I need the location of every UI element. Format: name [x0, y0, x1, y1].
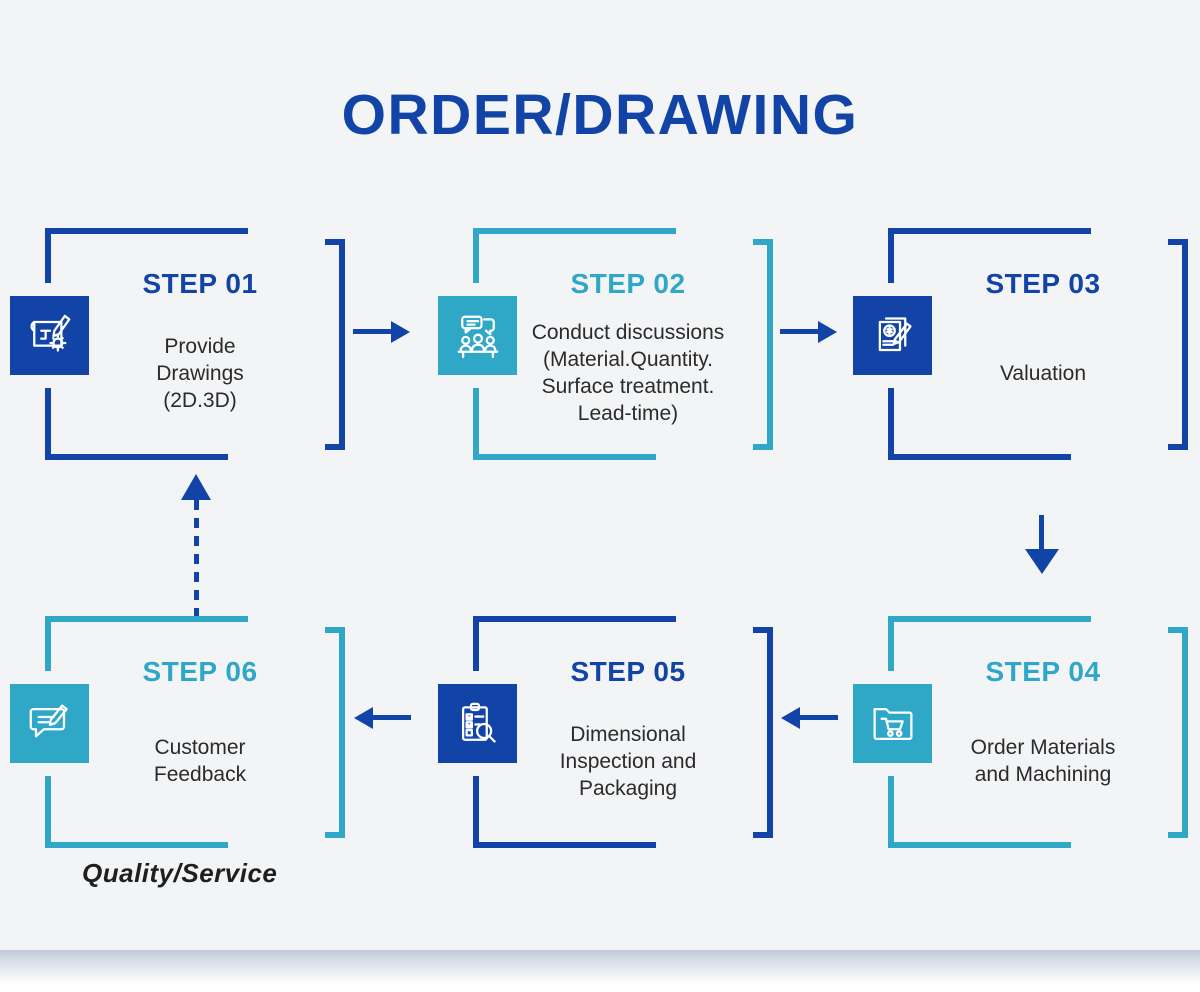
- step-03-block: STEP 03 Valuation: [853, 228, 1188, 460]
- frame-corner: [888, 228, 1091, 283]
- meeting-discussion-icon: [438, 296, 517, 375]
- frame-corner: [888, 388, 1071, 460]
- frame-bracket: [753, 627, 773, 838]
- frame-corner: [473, 776, 656, 848]
- page-bottom-shadow: [0, 950, 1200, 992]
- step-label: STEP 03: [985, 268, 1101, 299]
- arrow-head: [354, 707, 373, 729]
- frame-bracket: [325, 627, 345, 838]
- frame-corner: [473, 616, 676, 671]
- step-06-block: STEP 06 Customer Feedback: [10, 616, 345, 848]
- step-04-block: STEP 04 Order Materials and Machining: [853, 616, 1188, 848]
- step-02-block: STEP 02 Conduct discussions (Material.Qu…: [438, 228, 773, 460]
- invoice-dollar-pencil-icon: [853, 296, 932, 375]
- arrow-shaft: [797, 715, 838, 720]
- blueprint-pencil-gear-icon: [10, 296, 89, 375]
- frame-corner: [473, 388, 656, 460]
- step-description: Dimensional Inspection and Packaging: [559, 722, 697, 800]
- arrow-head: [181, 474, 211, 500]
- arrow-head: [391, 321, 410, 343]
- arrow-shaft: [353, 329, 394, 334]
- step-label: STEP 04: [985, 656, 1101, 687]
- frame-bracket: [325, 239, 345, 450]
- arrow-step3-to-step4: [1025, 515, 1059, 574]
- step-description: Customer Feedback: [153, 736, 247, 786]
- frame-corner: [473, 228, 676, 283]
- arrow-shaft: [370, 715, 411, 720]
- arrow-step2-to-step3: [780, 321, 837, 343]
- clipboard-checklist-magnifier-icon: [438, 684, 517, 763]
- page-title: ORDER/DRAWING: [341, 83, 859, 147]
- step-description: Provide Drawings (2D.3D): [156, 334, 244, 412]
- step-label: STEP 01: [142, 268, 258, 299]
- arrow-step1-to-step2: [353, 321, 410, 343]
- step-01-block: STEP 01 Provide Drawings (2D.3D): [10, 228, 345, 460]
- frame-corner: [45, 388, 228, 460]
- step-description: Order Materials and Machining: [970, 736, 1116, 786]
- arrow-step6-to-step1-dashed: [181, 474, 211, 616]
- step-description: Conduct discussions (Material.Quantity. …: [531, 321, 725, 425]
- chat-bubble-pencil-icon: [10, 684, 89, 763]
- step-label: STEP 06: [142, 656, 258, 687]
- folder-shopping-cart-icon: [853, 684, 932, 763]
- frame-bracket: [1168, 239, 1188, 450]
- frame-corner: [888, 616, 1091, 671]
- arrow-head: [818, 321, 837, 343]
- step-label: STEP 05: [570, 656, 686, 687]
- frame-corner: [45, 776, 228, 848]
- frame-corner: [45, 616, 248, 671]
- step-label: STEP 02: [570, 268, 686, 299]
- step-description: Valuation: [999, 361, 1086, 385]
- arrow-shaft-dashed: [194, 500, 199, 616]
- arrow-shaft: [780, 329, 821, 334]
- arrow-shaft: [1039, 515, 1044, 551]
- quality-service-label: Quality/Service: [82, 858, 278, 888]
- order-drawing-flowchart: ORDER/DRAWING STEP 01 Provide Drawings (…: [0, 0, 1200, 950]
- arrow-step5-to-step6: [354, 707, 411, 729]
- step-05-block: STEP 05 Dimensional Inspection and Packa…: [438, 616, 773, 848]
- arrow-head: [781, 707, 800, 729]
- arrow-head: [1025, 549, 1059, 574]
- frame-bracket: [753, 239, 773, 450]
- frame-corner: [888, 776, 1071, 848]
- arrow-step4-to-step5: [781, 707, 838, 729]
- frame-bracket: [1168, 627, 1188, 838]
- frame-corner: [45, 228, 248, 283]
